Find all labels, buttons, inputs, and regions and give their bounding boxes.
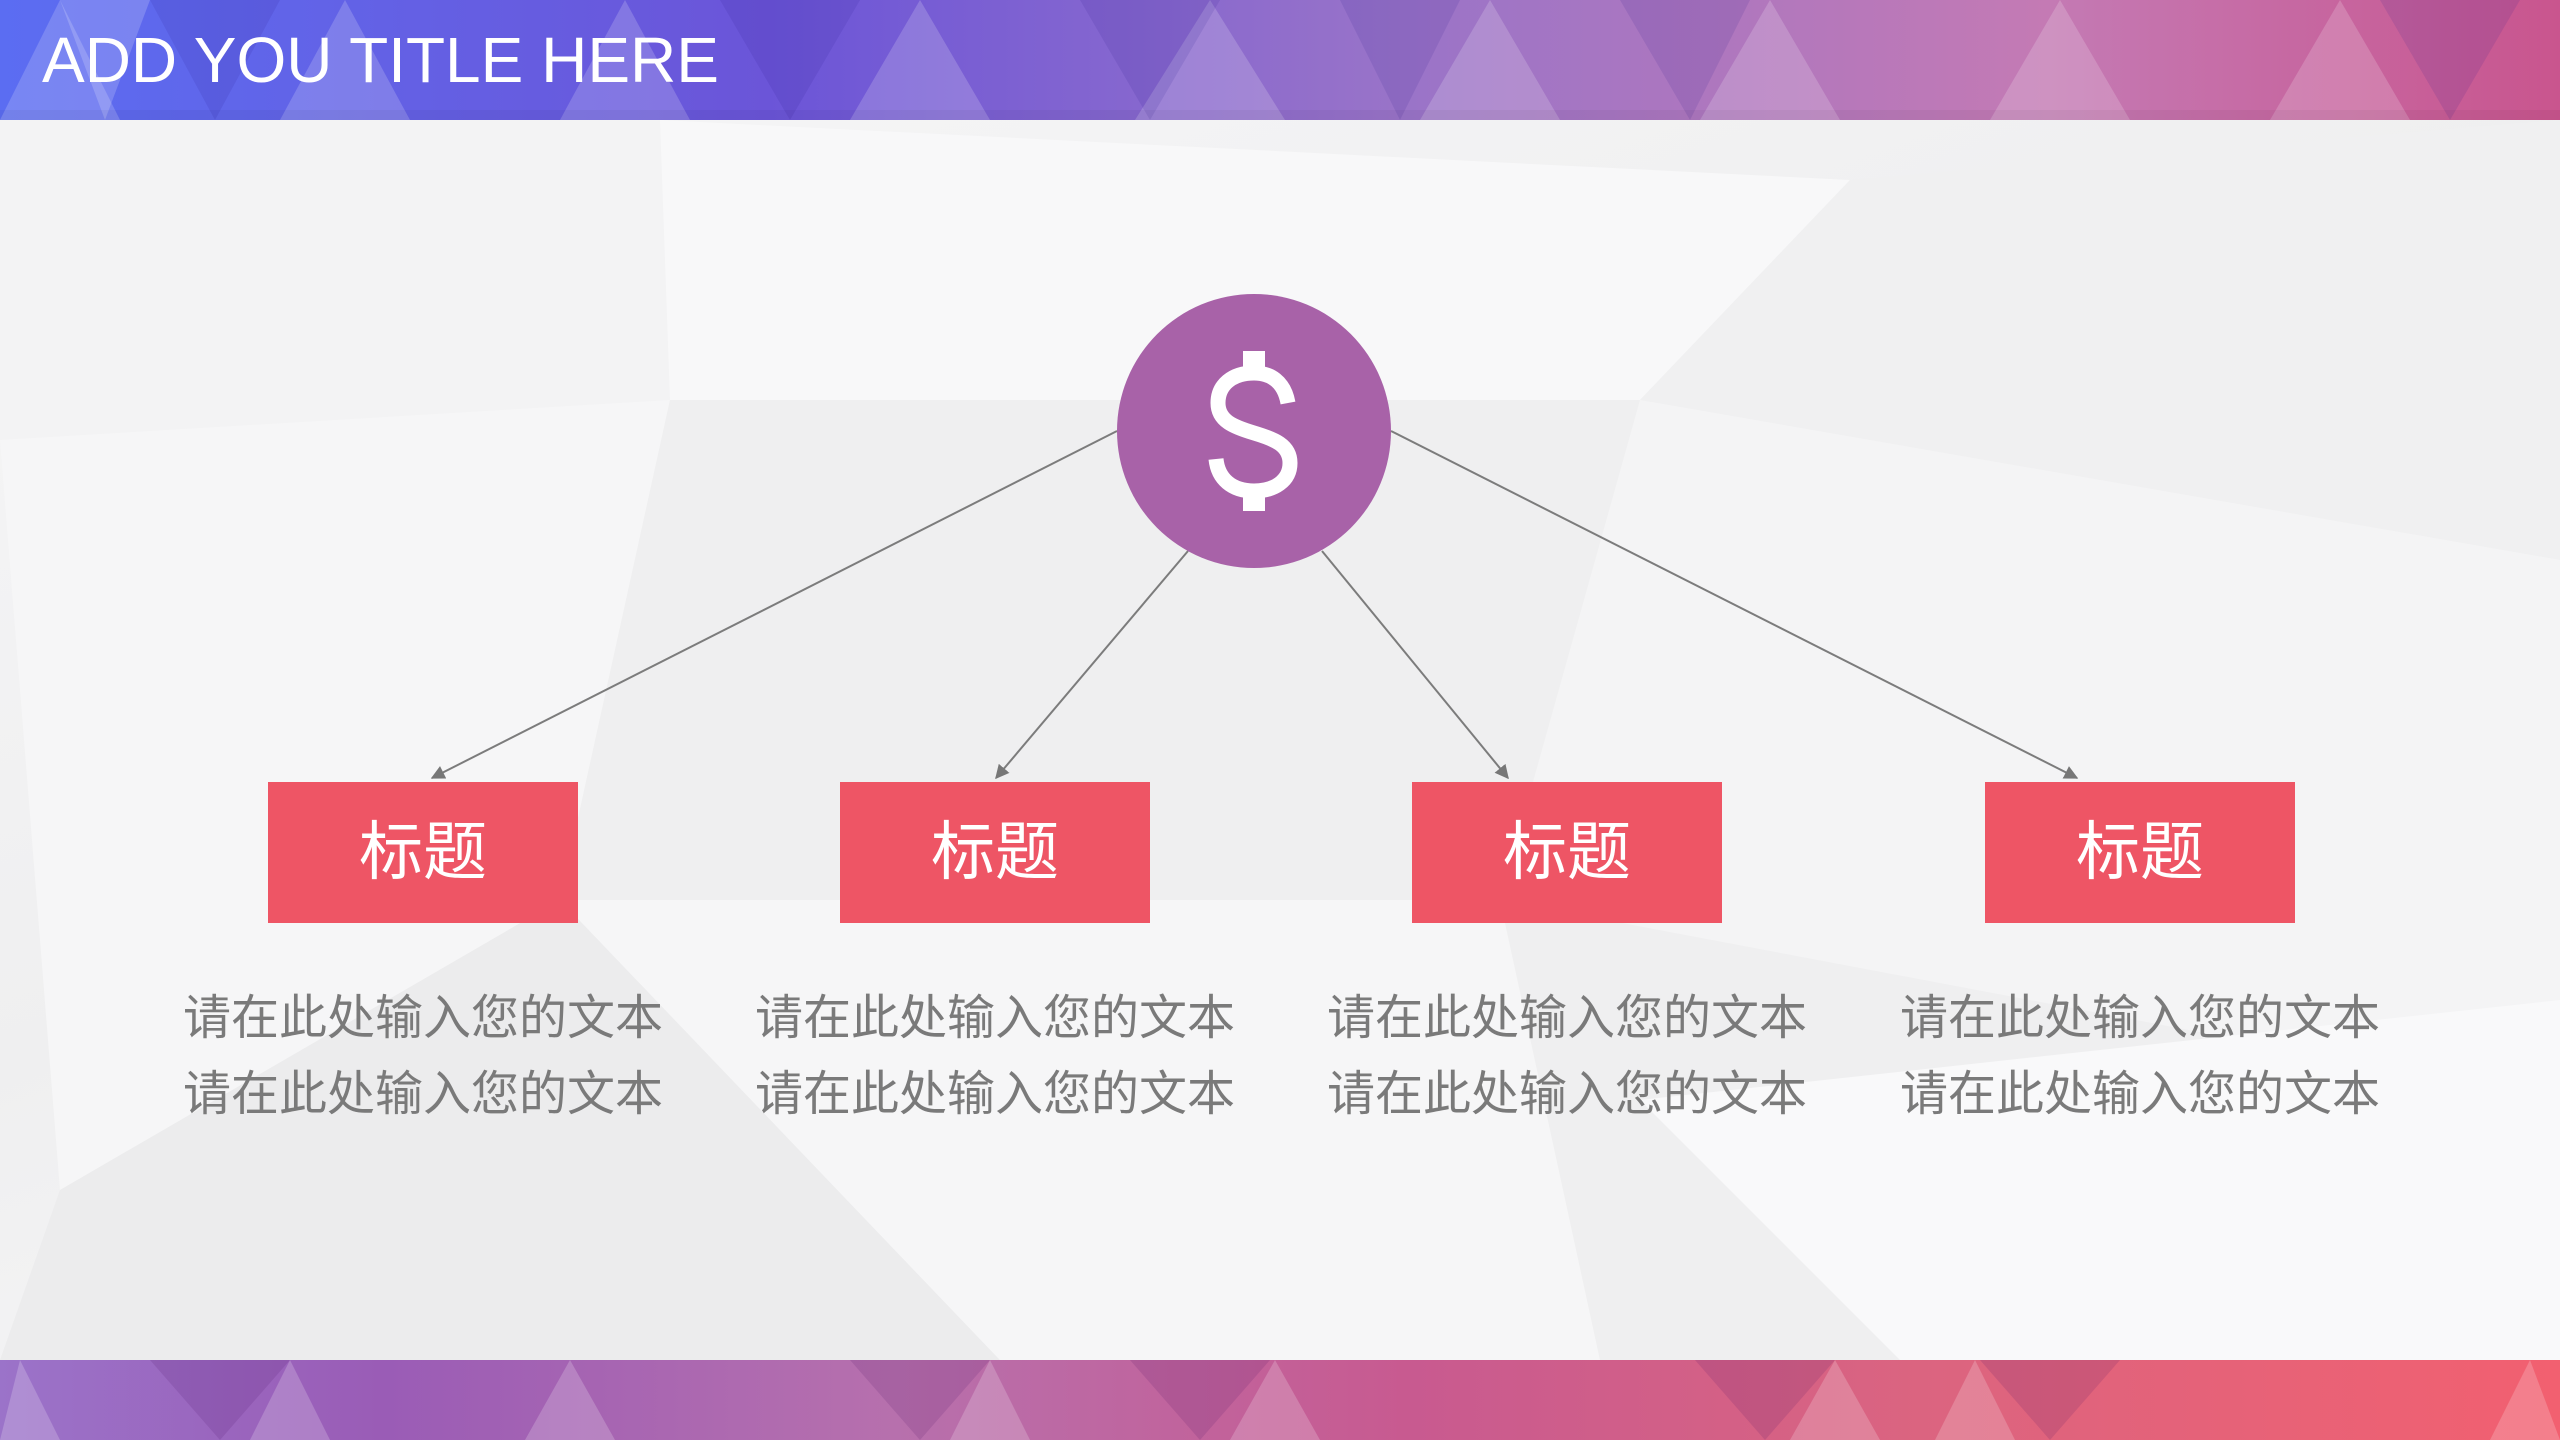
node-box-4[interactable]: 标题 [1985,782,2295,923]
description-line: 请在此处输入您的文本 [1326,990,1807,1046]
slide-title[interactable]: ADD YOU TITLE HERE [42,24,719,96]
description-line: 请在此处输入您的文本 [754,990,1235,1046]
node-description-4[interactable]: 请在此处输入您的文本 请在此处输入您的文本 [1880,980,2400,1132]
hub-circle[interactable] [1117,294,1391,568]
node-description-1[interactable]: 请在此处输入您的文本 请在此处输入您的文本 [163,980,683,1132]
node-label: 标题 [2076,815,2204,890]
header-band [0,0,2560,120]
connector-2 [995,550,1189,780]
node-label: 标题 [1503,815,1631,890]
dollar-icon [1208,351,1298,511]
node-description-3[interactable]: 请在此处输入您的文本 请在此处输入您的文本 [1307,980,1827,1132]
description-line: 请在此处输入您的文本 [182,990,663,1046]
description-line: 请在此处输入您的文本 [182,1066,663,1122]
description-line: 请在此处输入您的文本 [1326,1066,1807,1122]
node-box-2[interactable]: 标题 [840,782,1150,923]
connector-1 [430,430,1118,779]
description-line: 请在此处输入您的文本 [1899,990,2380,1046]
node-box-3[interactable]: 标题 [1412,782,1722,923]
connector-4 [1390,430,2079,779]
footer-band [0,1360,2560,1440]
node-label: 标题 [359,815,487,890]
connector-3 [1321,550,1509,780]
node-label: 标题 [931,815,1059,890]
node-description-2[interactable]: 请在此处输入您的文本 请在此处输入您的文本 [735,980,1255,1132]
description-line: 请在此处输入您的文本 [1899,1066,2380,1122]
node-box-1[interactable]: 标题 [268,782,578,923]
description-line: 请在此处输入您的文本 [754,1066,1235,1122]
